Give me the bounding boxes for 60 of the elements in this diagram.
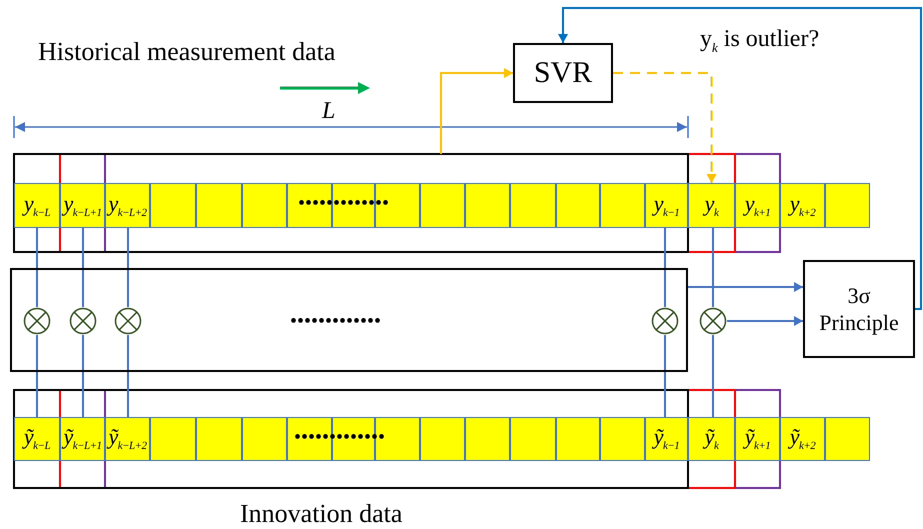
caption-text: Innovation data xyxy=(240,500,402,529)
data-cell xyxy=(196,417,242,461)
process-box: 3σ Principle xyxy=(803,260,915,358)
multiplier-panel xyxy=(10,268,688,372)
multiplier-symbol xyxy=(114,307,142,335)
connector-line xyxy=(127,228,129,307)
data-cell xyxy=(510,183,556,228)
connector-line xyxy=(127,335,129,417)
data-cell xyxy=(510,417,556,461)
multiplier-symbol xyxy=(69,307,97,335)
arrow xyxy=(727,316,803,326)
connector-line xyxy=(712,228,714,307)
arrow xyxy=(688,282,803,292)
data-cell: ỹ$_{k−L}$ xyxy=(14,417,60,461)
heading-text: Historical measurement data xyxy=(38,38,336,67)
data-cell: ỹ$_{k−1}$ xyxy=(645,417,688,461)
process-box: SVR xyxy=(513,43,613,103)
data-cell: ỹ$_{k−L+1}$ xyxy=(60,417,105,461)
arrow xyxy=(440,68,513,154)
data-cell: y$_{k−L+2}$ xyxy=(105,183,150,228)
connector-line xyxy=(36,228,38,307)
data-cell xyxy=(600,417,645,461)
data-cell xyxy=(242,183,287,228)
data-cell xyxy=(465,417,510,461)
data-cell xyxy=(825,417,870,461)
data-cell xyxy=(556,183,600,228)
data-cell: y$_{k−L}$ xyxy=(14,183,60,228)
data-cell: ỹ$_{k+2}$ xyxy=(780,417,825,461)
data-cell xyxy=(150,183,196,228)
connector-line xyxy=(664,228,666,307)
arrow xyxy=(558,7,922,310)
data-cell xyxy=(150,417,196,461)
data-cell xyxy=(196,183,242,228)
data-cell: ỹ$_{k}$ xyxy=(688,417,735,461)
question-text: y$_{k}$ is outlier? xyxy=(700,26,820,56)
connector-line xyxy=(82,228,84,307)
data-cell xyxy=(420,417,465,461)
data-cell xyxy=(465,183,510,228)
connector-line xyxy=(82,335,84,417)
data-cell: y$_{k−1}$ xyxy=(645,183,688,228)
dimension-label: L xyxy=(322,98,336,124)
data-cell: ỹ$_{k+1}$ xyxy=(735,417,780,461)
data-cell: y$_{k−L+1}$ xyxy=(60,183,105,228)
multiplier-symbol xyxy=(23,307,51,335)
arrow xyxy=(613,72,716,183)
data-cell: y$_{k+2}$ xyxy=(780,183,825,228)
data-cell: ỹ$_{k−L+2}$ xyxy=(105,417,150,461)
data-cell xyxy=(242,417,287,461)
data-cell: y$_{k+1}$ xyxy=(735,183,780,228)
data-cell xyxy=(600,183,645,228)
data-cell xyxy=(420,183,465,228)
data-cell xyxy=(825,183,870,228)
connector-line xyxy=(664,335,666,417)
data-cell: y$_{k}$ xyxy=(688,183,735,228)
data-cell xyxy=(556,417,600,461)
ellipsis-dots: ••••••••••••• xyxy=(290,310,382,332)
connector-line xyxy=(712,335,714,417)
connector-line xyxy=(36,335,38,417)
multiplier-symbol xyxy=(699,307,727,335)
multiplier-symbol xyxy=(651,307,679,335)
